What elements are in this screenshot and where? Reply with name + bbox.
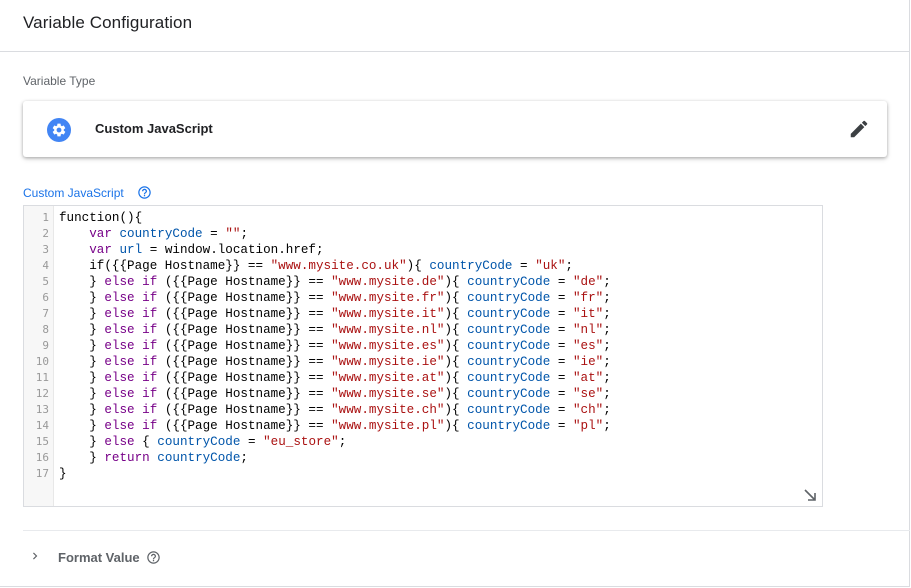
line-number: 13 bbox=[35, 403, 49, 416]
page-title: Variable Configuration bbox=[23, 13, 193, 32]
help-circle-icon[interactable] bbox=[137, 185, 152, 200]
line-number: 3 bbox=[42, 243, 49, 256]
code-line: } return countryCode; bbox=[59, 451, 248, 465]
variable-type-name: Custom JavaScript bbox=[95, 121, 213, 136]
line-number: 1 bbox=[42, 211, 49, 224]
line-number: 4 bbox=[42, 259, 49, 272]
line-number: 6 bbox=[42, 291, 49, 304]
format-value-toggle[interactable]: Format Value bbox=[23, 541, 323, 573]
help-circle-icon[interactable] bbox=[146, 550, 161, 565]
code-line: } else if ({{Page Hostname}} == "www.mys… bbox=[59, 307, 611, 321]
gear-icon bbox=[47, 118, 71, 142]
code-line: } else if ({{Page Hostname}} == "www.mys… bbox=[59, 275, 611, 289]
line-number: 16 bbox=[35, 451, 49, 464]
resize-handle-icon[interactable] bbox=[804, 488, 816, 501]
line-number: 15 bbox=[35, 435, 49, 448]
header: Variable Configuration bbox=[0, 0, 910, 52]
variable-type-card[interactable]: Custom JavaScript bbox=[23, 101, 887, 157]
code-line: } else { countryCode = "eu_store"; bbox=[59, 435, 347, 449]
custom-javascript-label: Custom JavaScript bbox=[23, 186, 124, 200]
code-line: } else if ({{Page Hostname}} == "www.mys… bbox=[59, 371, 611, 385]
code-line: } bbox=[59, 467, 67, 481]
section-divider bbox=[23, 530, 910, 531]
format-value-label: Format Value bbox=[58, 550, 140, 565]
code-line: var url = window.location.href; bbox=[89, 243, 324, 257]
code-line: var countryCode = ""; bbox=[89, 227, 248, 241]
line-number: 8 bbox=[42, 323, 49, 336]
line-number: 17 bbox=[35, 467, 49, 480]
line-number: 5 bbox=[42, 275, 49, 288]
code-line: } else if ({{Page Hostname}} == "www.mys… bbox=[59, 387, 611, 401]
code-line: } else if ({{Page Hostname}} == "www.mys… bbox=[59, 419, 611, 433]
code-line: } else if ({{Page Hostname}} == "www.mys… bbox=[59, 355, 611, 369]
code-content[interactable]: function(){ var countryCode = ""; var ur… bbox=[59, 210, 818, 482]
variable-type-label: Variable Type bbox=[23, 74, 96, 88]
line-number: 14 bbox=[35, 419, 49, 432]
code-line: } else if ({{Page Hostname}} == "www.mys… bbox=[59, 403, 611, 417]
line-number: 12 bbox=[35, 387, 49, 400]
code-line: if({{Page Hostname}} == "www.mysite.co.u… bbox=[59, 259, 573, 273]
chevron-right-icon bbox=[28, 549, 42, 563]
line-number: 9 bbox=[42, 339, 49, 352]
code-line: } else if ({{Page Hostname}} == "www.mys… bbox=[59, 291, 611, 305]
line-number: 7 bbox=[42, 307, 49, 320]
code-line: function(){ bbox=[59, 211, 143, 225]
code-line: } else if ({{Page Hostname}} == "www.mys… bbox=[59, 323, 611, 337]
line-number: 10 bbox=[35, 355, 49, 368]
pencil-icon[interactable] bbox=[848, 118, 870, 140]
line-number: 2 bbox=[42, 227, 49, 240]
line-number: 11 bbox=[35, 371, 49, 384]
code-line: } else if ({{Page Hostname}} == "www.mys… bbox=[59, 339, 611, 353]
